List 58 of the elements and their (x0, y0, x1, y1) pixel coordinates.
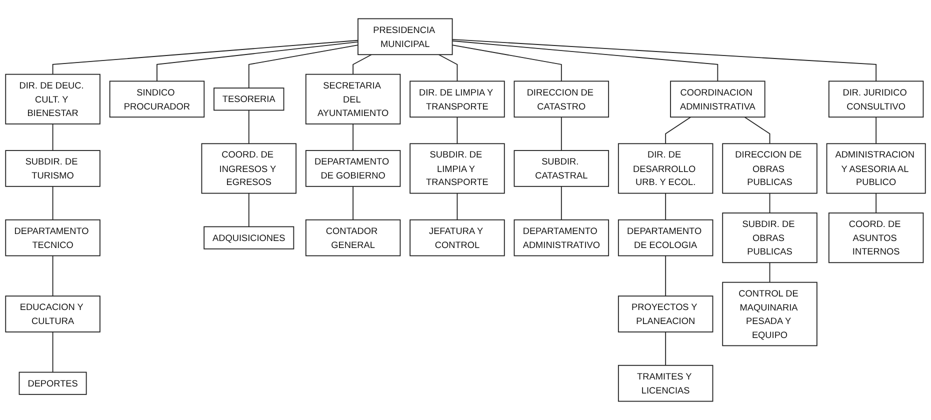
node-box: PRESIDENCIA MUNICIPAL (358, 18, 453, 56)
node-box: CONTADOR GENERAL (305, 219, 401, 256)
connector (352, 124, 354, 151)
connector (52, 40, 358, 75)
connector (560, 116, 562, 151)
node-box: JEFATURA Y CONTROL (410, 219, 505, 256)
connector (248, 110, 250, 144)
node-box: DIR. DE LIMPIA Y TRANSPORTE (410, 80, 505, 118)
node-box: COORD. DE ASUNTOS INTERNOS (828, 212, 924, 264)
connector (456, 192, 458, 220)
node-box: DIRECCION DE CATASTRO (514, 80, 610, 118)
node-box: DIR. DE DESARROLLO URB. Y ECOL. (618, 143, 714, 194)
node-box: DIR. JURIDICO CONSULTIVO (828, 80, 924, 118)
connector (52, 255, 54, 296)
node-box: DEPARTAMENTO DE ECOLOGIA (618, 219, 714, 256)
connector (156, 41, 358, 82)
connector (352, 54, 372, 75)
node-box: COORDINACION ADMINISTRATIVA (670, 80, 766, 118)
node-box: SUBDIR. CATASTRAL (514, 150, 610, 187)
node-box: PROYECTOS Y PLANEACION (618, 296, 714, 332)
node-box: COORD. DE INGRESOS Y EGRESOS (201, 143, 296, 194)
node-box: ADMINISTRACION Y ASESORIA AL PUBLICO (826, 143, 926, 194)
node-box: DEPARTAMENTO ADMINISTRATIVO (514, 219, 610, 256)
connector (769, 192, 770, 214)
node-box: DIR. DE DEUC. CULT. Y BIENESTAR (5, 74, 100, 124)
node-box: SINDICO PROCURADOR (109, 80, 205, 118)
node-box: TESORERIA (214, 88, 284, 111)
connector (248, 192, 250, 228)
node-box: EDUCACION Y CULTURA (5, 296, 100, 332)
node-box: DIRECCION DE OBRAS PUBLICAS (722, 143, 818, 194)
connector (352, 186, 354, 220)
connector (52, 124, 54, 151)
node-box: CONTROL DE MAQUINARIA PESADA Y EQUIPO (722, 282, 818, 346)
connector (665, 192, 666, 220)
node-box: TRAMITES Y LICENCIAS (618, 364, 714, 402)
node-box: DEPARTAMENTO TECNICO (5, 219, 100, 256)
node-box: SUBDIR. DE OBRAS PUBLICAS (722, 212, 818, 264)
node-box: DEPORTES (18, 372, 87, 395)
node-box: DEPARTAMENTO DE GOBIERNO (305, 150, 401, 187)
connector (876, 192, 877, 214)
connector (665, 255, 666, 296)
node-box: SUBDIR. DE LIMPIA Y TRANSPORTE (410, 143, 505, 194)
connector (744, 116, 770, 144)
connector (452, 44, 562, 82)
connector (665, 332, 666, 366)
connector (248, 44, 358, 88)
connector (560, 186, 562, 220)
connector (452, 39, 877, 82)
node-box: ADQUISICIONES (204, 226, 294, 250)
connector (52, 186, 54, 220)
connector (876, 116, 877, 144)
connector (456, 116, 458, 144)
node-box: SECRETARIA DEL AYUNTAMIENTO (305, 74, 401, 124)
connector (665, 116, 692, 144)
node-box: SUBDIR. DE TURISMO (5, 150, 100, 187)
connector (452, 40, 718, 82)
connector (52, 332, 54, 373)
connector (769, 262, 770, 283)
